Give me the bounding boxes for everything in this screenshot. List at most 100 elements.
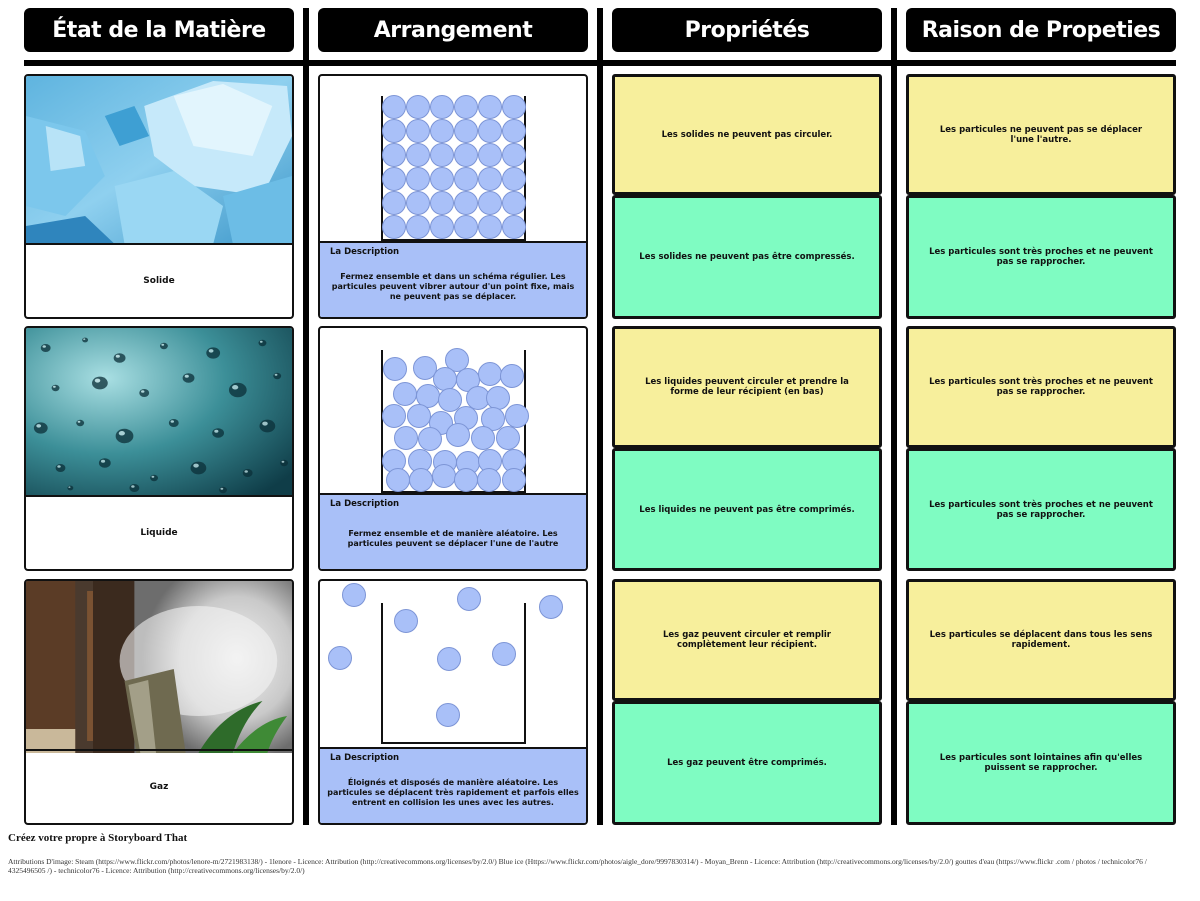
particle — [383, 357, 407, 381]
header-arrangement: Arrangement — [318, 8, 588, 52]
storyboard-that-link[interactable]: Créez votre propre à Storyboard That — [8, 832, 188, 844]
particle — [486, 386, 510, 410]
arrangement-cell-solid: La Description Fermez ensemble et dans u… — [318, 74, 588, 319]
particle — [454, 119, 478, 143]
particle — [454, 468, 478, 492]
particle — [478, 95, 502, 119]
particle — [382, 119, 406, 143]
particle — [502, 143, 526, 167]
description-box: La Description Fermez ensemble et dans u… — [320, 241, 586, 317]
liquid-particle-diagram — [381, 348, 529, 493]
particle — [478, 167, 502, 191]
particle — [430, 215, 454, 239]
particle — [430, 191, 454, 215]
particle — [432, 464, 456, 488]
property-card: Les liquides peuvent circuler et prendre… — [612, 326, 882, 448]
description-text: Éloignés et disposés de manière aléatoir… — [327, 778, 579, 807]
description-box: La Description Éloignés et disposés de m… — [320, 747, 586, 823]
arrangement-cell-liquid: La Description Fermez ensemble et de man… — [318, 326, 588, 571]
description-box: La Description Fermez ensemble et de man… — [320, 493, 586, 569]
particle — [418, 427, 442, 451]
particle — [454, 191, 478, 215]
particle — [406, 215, 430, 239]
particle — [407, 404, 431, 428]
header-properties: Propriétés — [612, 8, 882, 52]
state-cell-solid: Solide — [24, 74, 294, 319]
ice-photo — [26, 76, 292, 244]
particle — [539, 595, 563, 619]
particle — [386, 468, 410, 492]
particle — [430, 95, 454, 119]
particle — [382, 167, 406, 191]
reason-card: Les particules se déplacent dans tous le… — [906, 579, 1176, 701]
particle — [478, 191, 502, 215]
property-card: Les liquides ne peuvent pas être comprim… — [612, 448, 882, 571]
particle — [478, 143, 502, 167]
reason-card: Les particules sont très proches et ne p… — [906, 448, 1176, 571]
particles-group — [382, 95, 526, 239]
state-label: Gaz — [26, 749, 292, 823]
particle — [502, 167, 526, 191]
state-cell-gas: Gaz — [24, 579, 294, 825]
particle — [496, 426, 520, 450]
particle — [454, 95, 478, 119]
particle — [433, 367, 457, 391]
particle — [413, 356, 437, 380]
particle — [505, 404, 529, 428]
description-text: Fermez ensemble et de manière aléatoire.… — [347, 529, 559, 548]
property-card: Les gaz peuvent circuler et remplir comp… — [612, 579, 882, 701]
gas-particle-diagram — [328, 583, 563, 744]
particle — [454, 167, 478, 191]
description-title: La Description — [330, 499, 400, 509]
reason-card: Les particules sont très proches et ne p… — [906, 326, 1176, 448]
image-attributions: Attributions D'image: Steam (https://www… — [8, 857, 1147, 875]
particle — [502, 119, 526, 143]
column-divider — [303, 8, 309, 825]
particle — [478, 362, 502, 386]
particle — [328, 646, 352, 670]
particles-group — [328, 583, 563, 727]
particle — [430, 167, 454, 191]
state-cell-liquid: Liquide — [24, 326, 294, 571]
header-state: État de la Matière — [24, 8, 294, 52]
particle — [382, 191, 406, 215]
particle — [382, 404, 406, 428]
state-label: Liquide — [26, 495, 292, 569]
particle — [492, 642, 516, 666]
particle — [457, 587, 481, 611]
particle — [406, 167, 430, 191]
particle — [502, 191, 526, 215]
description-title: La Description — [330, 247, 400, 257]
header-reasons: Raison de Propeties — [906, 8, 1176, 52]
description-title: La Description — [330, 753, 400, 763]
particle — [342, 583, 366, 607]
particle — [478, 215, 502, 239]
particle — [430, 143, 454, 167]
reason-card: Les particules sont lointaines afin qu'e… — [906, 701, 1176, 825]
particle — [406, 95, 430, 119]
property-card: Les gaz peuvent être comprimés. — [612, 701, 882, 825]
particle — [471, 426, 495, 450]
particle — [437, 647, 461, 671]
steam-photo — [26, 581, 292, 753]
particle — [394, 426, 418, 450]
column-divider — [597, 8, 603, 825]
particle — [446, 423, 470, 447]
particles-group — [382, 348, 529, 492]
reason-card: Les particules ne peuvent pas se déplace… — [906, 74, 1176, 195]
reason-card: Les particules sont très proches et ne p… — [906, 195, 1176, 319]
particle — [394, 609, 418, 633]
particle — [502, 95, 526, 119]
particle — [445, 348, 469, 372]
particle — [430, 119, 454, 143]
particle — [382, 215, 406, 239]
arrangement-cell-gas: La Description Éloignés et disposés de m… — [318, 579, 588, 825]
particle — [454, 215, 478, 239]
particle — [406, 191, 430, 215]
particle — [477, 468, 501, 492]
particle — [382, 95, 406, 119]
particle — [502, 215, 526, 239]
particle — [438, 388, 462, 412]
column-divider — [891, 8, 897, 825]
property-card: Les solides ne peuvent pas être compress… — [612, 195, 882, 319]
